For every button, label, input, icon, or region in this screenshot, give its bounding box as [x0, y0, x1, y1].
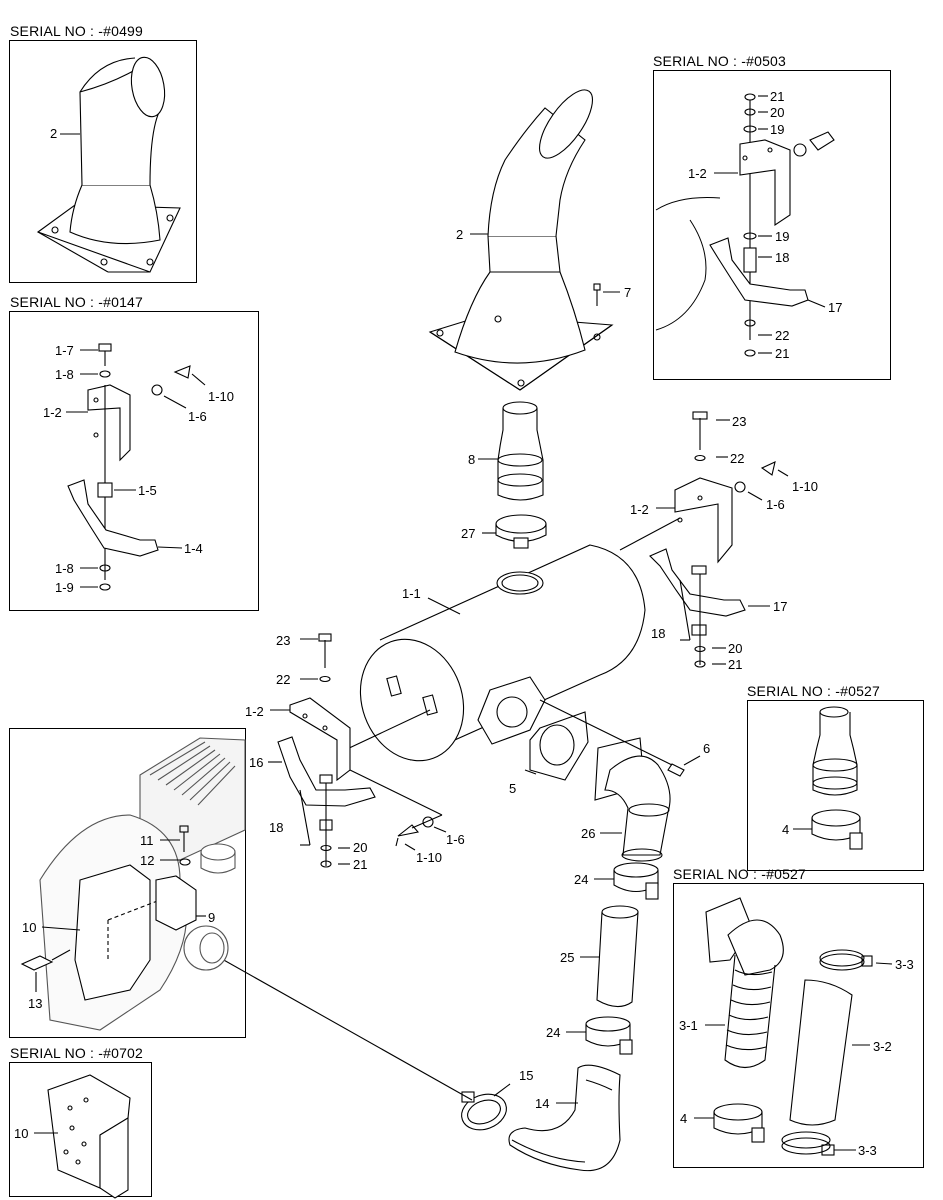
callout-b-21-bot: 21 — [775, 346, 790, 361]
callout-main-22-right: 22 — [730, 451, 745, 466]
callout-b-1-2: 1-2 — [688, 166, 707, 181]
callout-b-19-top: 19 — [770, 122, 785, 137]
callout-main-1-2-left: 1-2 — [245, 704, 264, 719]
callout-main-7: 7 — [624, 285, 632, 300]
callout-main-1-1: 1-1 — [402, 586, 421, 601]
callout-g-11: 11 — [140, 833, 154, 848]
callout-b-18: 18 — [775, 250, 790, 265]
callout-main-27: 27 — [461, 526, 476, 541]
callout-a-2: 2 — [50, 126, 58, 141]
serial-heading-0702: SERIAL NO : -#0702 — [10, 1045, 144, 1061]
callout-main-6: 6 — [703, 741, 711, 756]
callout-main-23-left: 23 — [276, 633, 291, 648]
callout-e-3-3-bot: 3-3 — [858, 1143, 877, 1158]
stack-illustration-main — [428, 89, 620, 391]
callout-main-20-left: 20 — [353, 840, 368, 855]
callout-e-4: 4 — [680, 1111, 688, 1126]
gasket-and-elbow — [477, 676, 701, 862]
box-serial-0147 — [9, 311, 259, 611]
callout-c-1-2: 1-2 — [43, 405, 62, 420]
callout-main-16: 16 — [249, 755, 264, 770]
callout-c-1-6: 1-6 — [188, 409, 207, 424]
callout-main-21-left: 21 — [353, 857, 368, 872]
callout-main-23-right: 23 — [732, 414, 747, 429]
callout-main-8: 8 — [468, 452, 476, 467]
callout-main-14: 14 — [535, 1096, 550, 1111]
callout-e-3-3-top: 3-3 — [895, 957, 914, 972]
box-c-parts — [66, 343, 206, 591]
hose-14-and-clamp-15 — [205, 949, 621, 1172]
callout-main-25: 25 — [560, 950, 575, 965]
right-bracket-group — [649, 411, 789, 668]
callout-main-26: 26 — [581, 826, 596, 841]
left-bracket-group — [268, 633, 447, 868]
serial-heading-0147: SERIAL NO : -#0147 — [10, 294, 144, 310]
callout-main-15: 15 — [519, 1068, 534, 1083]
box-serial-0499 — [9, 40, 197, 283]
callout-main-18-right: 18 — [651, 626, 666, 641]
callout-g-13: 13 — [28, 996, 43, 1011]
box-f-parts — [34, 1074, 131, 1199]
callout-g-12: 12 — [140, 853, 155, 868]
callout-b-20: 20 — [770, 105, 785, 120]
serial-heading-0499: SERIAL NO : -#0499 — [10, 23, 144, 39]
callout-main-17: 17 — [773, 599, 788, 614]
callout-c-1-4: 1-4 — [184, 541, 203, 556]
callout-main-2: 2 — [456, 227, 464, 242]
callout-c-1-8-bot: 1-8 — [55, 561, 74, 576]
callout-main-21-right: 21 — [728, 657, 743, 672]
callout-main-1-10-left: 1-10 — [416, 850, 443, 865]
clamps-and-pipe-25 — [566, 862, 659, 1055]
callout-main-1-6-left: 1-6 — [446, 832, 465, 847]
serial-heading-0527-lower: SERIAL NO : -#0527 — [673, 866, 807, 882]
box-b-parts — [655, 93, 835, 357]
callout-b-19: 19 — [775, 229, 790, 244]
box-e-parts — [694, 897, 893, 1156]
callout-c-1-7: 1-7 — [55, 343, 74, 358]
callout-e-3-1: 3-1 — [679, 1018, 698, 1033]
callout-g-10: 10 — [22, 920, 37, 935]
callout-b-22: 22 — [775, 328, 790, 343]
callout-b-17: 17 — [828, 300, 843, 315]
box-serial-0503 — [653, 70, 891, 380]
callout-main-5: 5 — [509, 781, 517, 796]
pipe-8-and-clamp-27 — [478, 401, 547, 549]
callout-c-1-9: 1-9 — [55, 580, 74, 595]
box-serial-0527-upper — [747, 700, 924, 871]
callout-main-24-top: 24 — [574, 872, 589, 887]
callout-e-3-2: 3-2 — [873, 1039, 892, 1054]
callout-c-1-8-top: 1-8 — [55, 367, 74, 382]
serial-heading-0503: SERIAL NO : -#0503 — [653, 53, 787, 69]
callout-f-10: 10 — [14, 1126, 29, 1141]
callout-main-1-10-right: 1-10 — [792, 479, 819, 494]
callout-main-18-left: 18 — [269, 820, 284, 835]
serial-heading-0527-upper: SERIAL NO : -#0527 — [747, 683, 881, 699]
callout-d-4: 4 — [782, 822, 790, 837]
muffler-body — [344, 517, 681, 762]
callout-g-9: 9 — [208, 910, 216, 925]
box-d-parts — [793, 706, 863, 850]
callout-main-24-bot: 24 — [546, 1025, 561, 1040]
callout-b-21-top: 21 — [770, 89, 785, 104]
stack-illustration-a — [36, 56, 181, 273]
callout-main-22-left: 22 — [276, 672, 291, 687]
box-serial-0702 — [9, 1062, 152, 1197]
callout-c-1-10: 1-10 — [208, 389, 235, 404]
callout-main-1-2-right: 1-2 — [630, 502, 649, 517]
callout-main-20-right: 20 — [728, 641, 743, 656]
box-serial-0527-lower — [673, 883, 924, 1168]
engine-detail-parts — [20, 737, 246, 1031]
box-engine-detail — [9, 728, 246, 1038]
callout-main-1-6-right: 1-6 — [766, 497, 785, 512]
callout-c-1-5: 1-5 — [138, 483, 157, 498]
